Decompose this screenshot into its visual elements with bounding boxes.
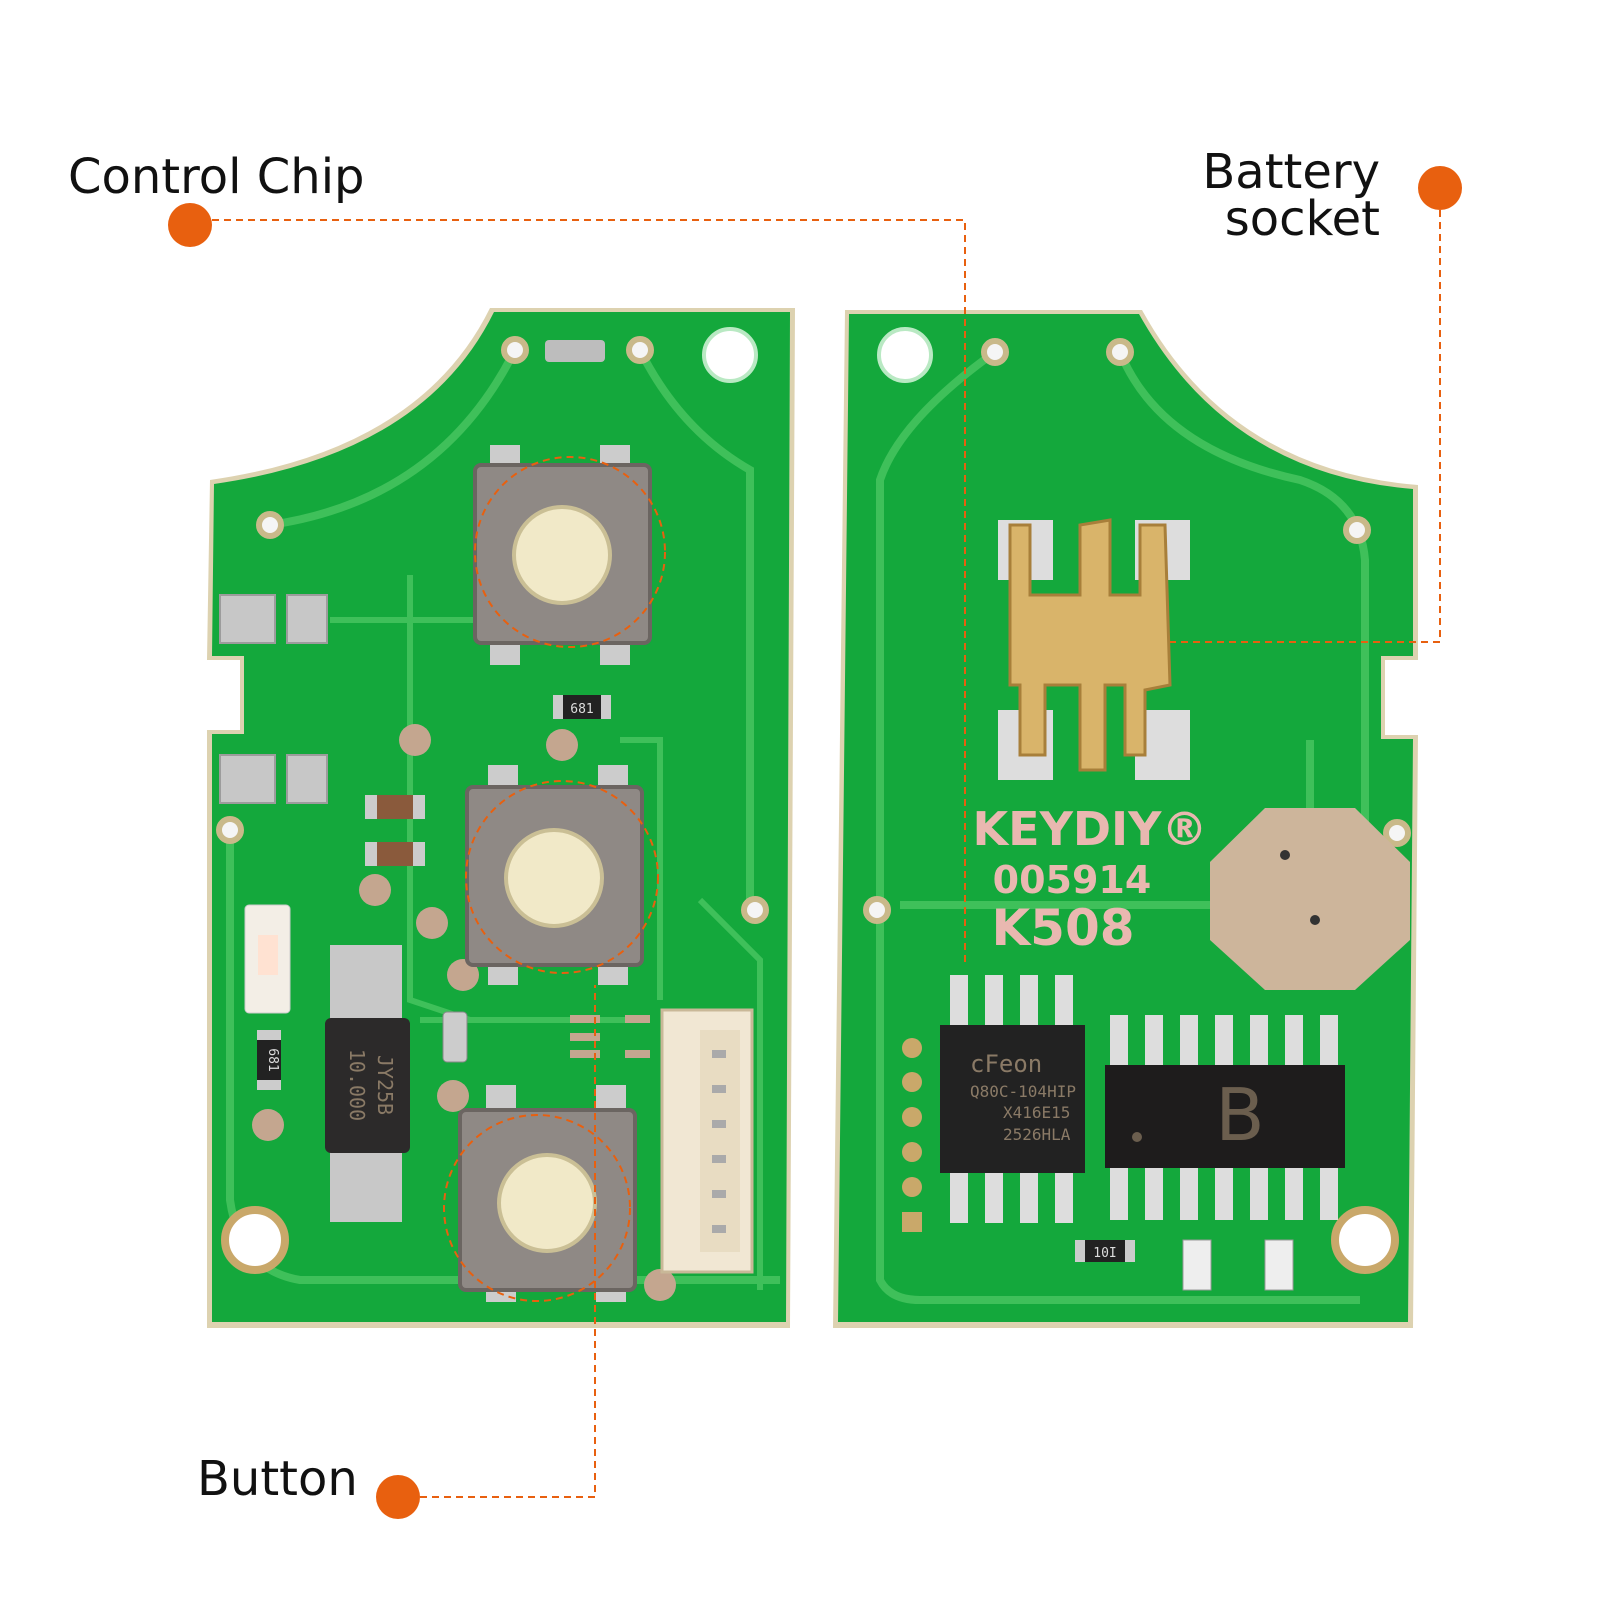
tactile-button-1: [473, 445, 652, 665]
flash-marking: Q80C-104HIP: [970, 1082, 1076, 1101]
battery-socket-clip: [998, 518, 1190, 780]
flash-marking: 2526HLA: [1003, 1125, 1071, 1144]
battery-socket-label-line1: Battery: [1202, 144, 1380, 200]
flash-chip: cFeon Q80C-104HIP X416E15 2526HLA: [940, 975, 1085, 1223]
chip-marking: B: [1215, 1073, 1264, 1157]
resistor-10i: 10I: [1075, 1240, 1135, 1262]
callout-lines: [212, 210, 1441, 1498]
capacitor: [365, 795, 425, 866]
resistor-marking: 681: [265, 1048, 280, 1071]
brand-silkscreen: KEYDIY®: [973, 802, 1208, 856]
led: [244, 904, 291, 1014]
test-pads: [902, 1038, 922, 1232]
callout-dots: [168, 166, 1462, 1519]
flash-brand: cFeon: [970, 1050, 1042, 1078]
control-chip-label: Control Chip: [68, 149, 365, 205]
inductor: JY25B 10.000: [325, 945, 410, 1222]
resistor-marking: 10I: [1093, 1246, 1116, 1261]
resistor-marking: 681: [570, 702, 593, 717]
left-pcb-board: 681 681 JY25B 10.000: [207, 308, 795, 1328]
connector-header: [660, 1008, 754, 1274]
battery-socket-label-line2: socket: [1224, 191, 1380, 247]
tactile-button-2: [465, 765, 644, 985]
antenna-pad: [1210, 808, 1410, 990]
serial-silkscreen: 005914: [993, 858, 1152, 902]
inductor-marking: JY25B: [373, 1055, 397, 1115]
resistor-681-left: 681: [257, 1030, 281, 1090]
model-silkscreen: K508: [991, 899, 1134, 957]
button-dot-icon: [376, 1475, 420, 1519]
control-chip-dot-icon: [168, 203, 212, 247]
resistor-681-top: 681: [553, 695, 611, 719]
button-label: Button: [197, 1451, 358, 1507]
inductor-marking: 10.000: [345, 1049, 369, 1121]
flash-marking: X416E15: [1003, 1103, 1070, 1122]
tactile-button-3: [458, 1085, 637, 1302]
control-chip: B: [1105, 1015, 1345, 1220]
battery-socket-dot-icon: [1418, 166, 1462, 210]
right-pcb-board: KEYDIY® 005914 K508 cFeon Q80C-104HIP X4…: [833, 310, 1418, 1328]
